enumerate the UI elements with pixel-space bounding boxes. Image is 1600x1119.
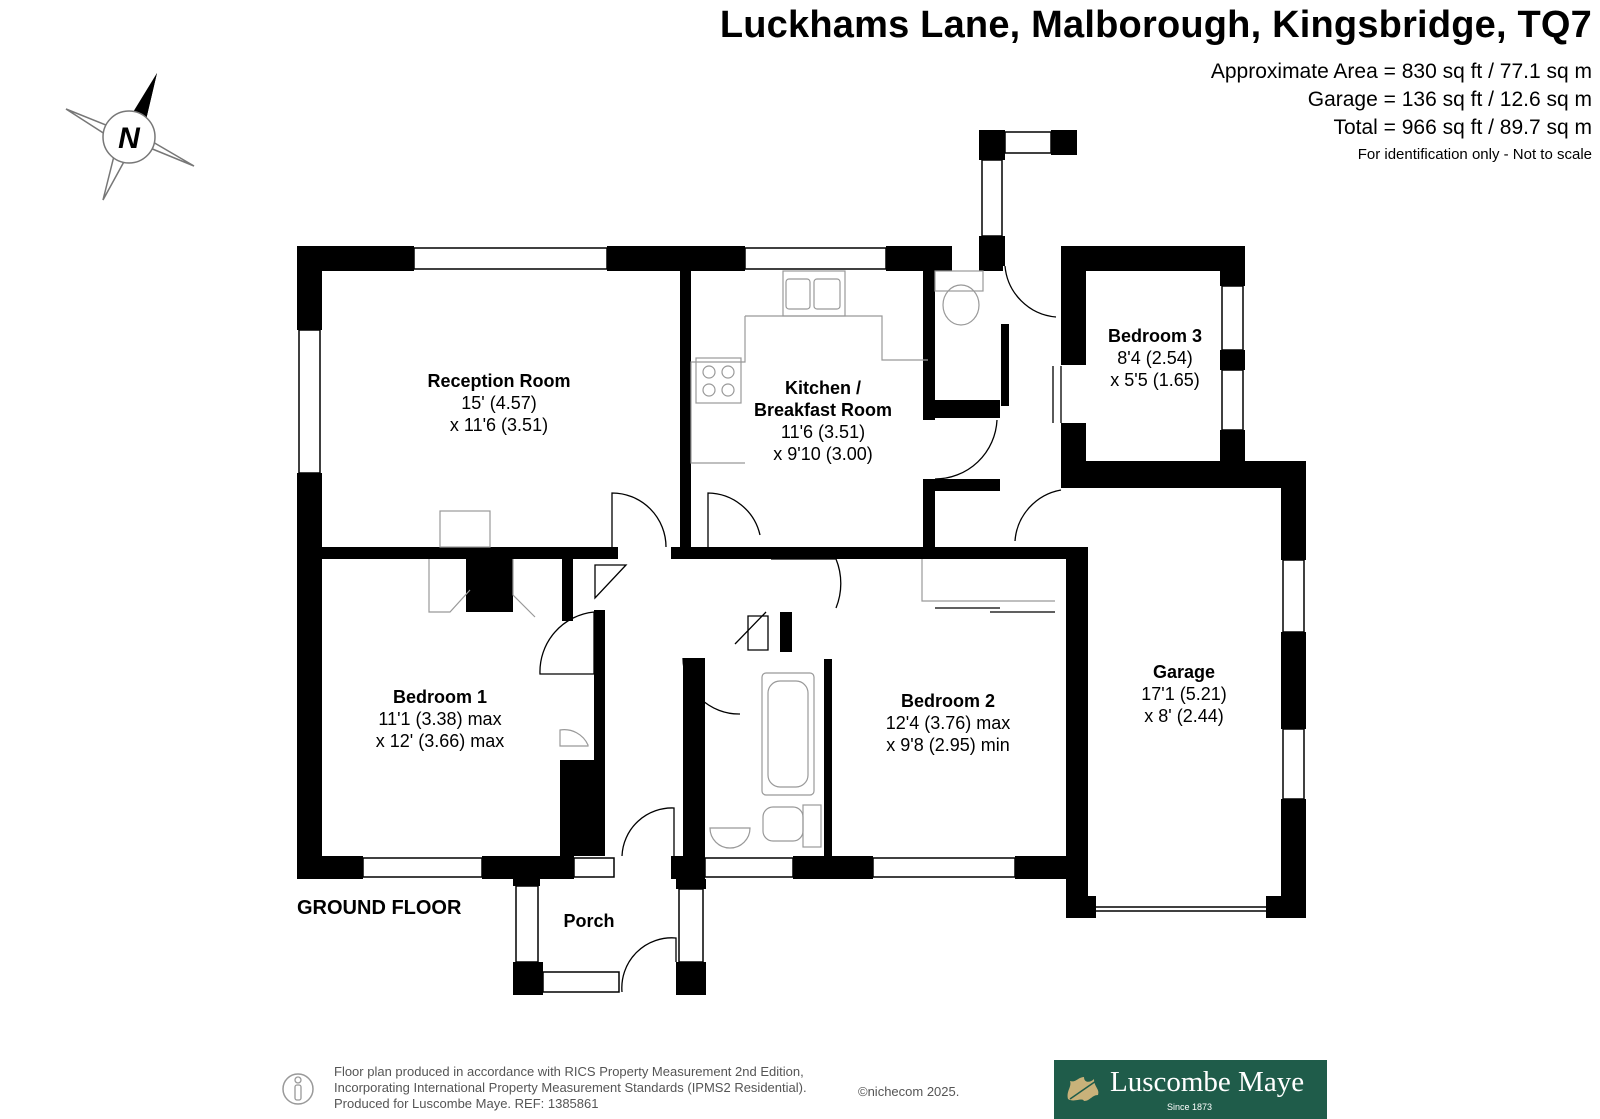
area-garage: Garage = 136 sq ft / 12.6 sq m xyxy=(1307,88,1592,111)
page-title: Luckhams Lane, Malborough, Kingsbridge, … xyxy=(719,4,1592,46)
logo-since: Since 1873 xyxy=(1167,1102,1213,1112)
room-label-reception: Reception Room 15' (4.57) x 11'6 (3.51) xyxy=(427,371,571,435)
walls xyxy=(297,130,1306,995)
room-label-bedroom-1: Bedroom 1 11'1 (3.38) max x 12' (3.66) m… xyxy=(375,687,505,751)
compass-north-icon: N xyxy=(65,73,195,201)
footer-text: Floor plan produced in accordance with R… xyxy=(334,1064,807,1112)
room-label-bedroom-3: Bedroom 3 8'4 (2.54) x 5'5 (1.65) xyxy=(1107,326,1203,390)
room-label-porch: Porch xyxy=(563,911,615,931)
wc-walls xyxy=(935,400,1000,412)
bath-icon xyxy=(761,672,815,796)
basin-icon xyxy=(709,827,751,849)
fixtures xyxy=(428,270,1055,849)
footer-line-2: Incorporating International Property Mea… xyxy=(334,1080,807,1095)
footer-line-1: Floor plan produced in accordance with R… xyxy=(334,1064,804,1079)
room-label-kitchen: Kitchen / Breakfast Room 11'6 (3.51) x 9… xyxy=(753,378,893,464)
room-label-garage: Garage 17'1 (5.21) x 8' (2.44) xyxy=(1141,662,1227,726)
door-swings xyxy=(539,265,1062,993)
wc-icon xyxy=(942,284,980,326)
floor-label: GROUND FLOOR xyxy=(297,897,462,919)
wc2-icon xyxy=(762,806,804,842)
copyright: ©nichecom 2025. xyxy=(858,1084,960,1099)
windows xyxy=(298,131,1305,993)
person-icon xyxy=(282,1073,314,1105)
area-approximate: Approximate Area = 830 sq ft / 77.1 sq m xyxy=(1210,60,1592,83)
oak-leaf-icon xyxy=(1067,1077,1099,1101)
hob-icon xyxy=(695,357,742,404)
logo-name: Luscombe Maye xyxy=(1110,1066,1305,1098)
footer-line-3: Produced for Luscombe Maye. REF: 1385861 xyxy=(334,1096,599,1111)
area-summary: Approximate Area = 830 sq ft / 77.1 sq m… xyxy=(1211,58,1592,142)
identification-note: For identification only - Not to scale xyxy=(1357,146,1592,163)
room-label-bedroom-2: Bedroom 2 12'4 (3.76) max x 9'8 (2.95) m… xyxy=(885,691,1011,755)
compass-letter: N xyxy=(118,122,141,155)
brand-logo: Luscombe Maye Since 1873 xyxy=(1054,1060,1327,1119)
area-total: Total = 966 sq ft / 89.7 sq m xyxy=(1333,116,1592,139)
